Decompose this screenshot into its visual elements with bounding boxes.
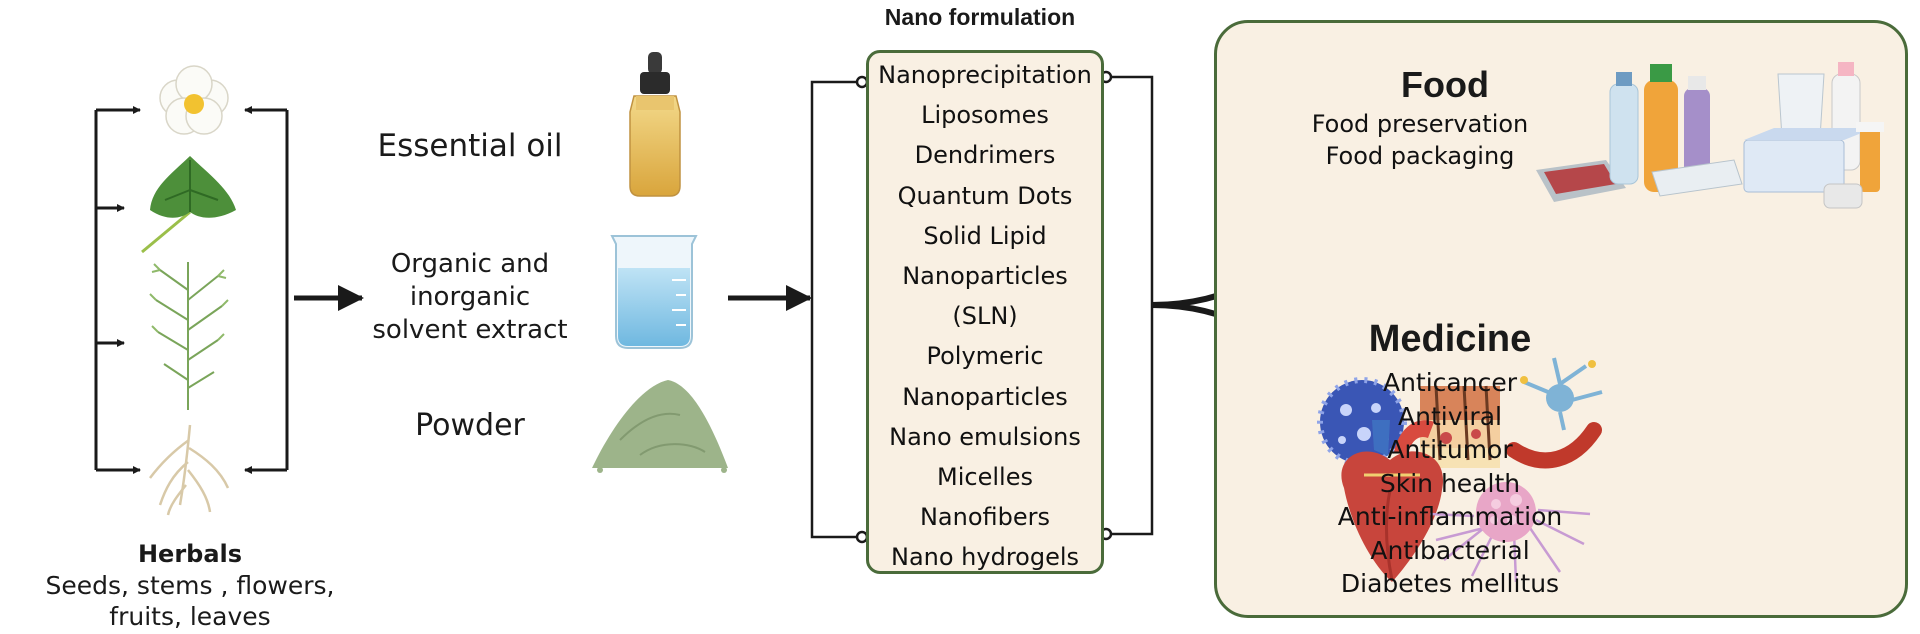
food-item: Food packaging bbox=[1325, 142, 1515, 170]
stem-icon bbox=[149, 262, 229, 410]
medicine-item: Antitumor bbox=[1387, 435, 1513, 464]
root-icon bbox=[149, 424, 230, 516]
food-list: Food preservation Food packaging bbox=[1285, 108, 1555, 172]
herbals-title: Herbals bbox=[137, 540, 243, 568]
medicine-item: Diabetes mellitus bbox=[1340, 569, 1560, 598]
powder-pile-icon bbox=[592, 380, 728, 473]
herbals-parts: Seeds, stems , flowers, fruits, leaves bbox=[40, 570, 340, 632]
food-title: Food bbox=[1401, 64, 1489, 105]
herbal-bracket-right bbox=[244, 106, 289, 474]
powder-label: Powder bbox=[415, 408, 525, 443]
nano-item: Micelles bbox=[937, 462, 1033, 491]
nano-item: Nano emulsions bbox=[889, 422, 1081, 451]
flower-icon bbox=[159, 65, 229, 135]
medicine-item: Skin health bbox=[1379, 468, 1521, 498]
food-products-icon bbox=[1536, 62, 1884, 209]
nano-item: Solid Lipid bbox=[923, 221, 1047, 250]
herbals-parts-line1: Seeds, stems , flowers, bbox=[45, 571, 335, 600]
nano-item: Quantum Dots bbox=[897, 181, 1073, 210]
nano-item: Dendrimers bbox=[914, 141, 1056, 170]
herbals-parts-line2: fruits, leaves bbox=[109, 602, 271, 631]
solvent-extract-line2: inorganic bbox=[409, 282, 531, 312]
medicine-item: Anti-inflammation bbox=[1337, 502, 1563, 531]
medicine-item: Anticancer bbox=[1382, 368, 1517, 397]
dropper-bottle-icon bbox=[629, 52, 681, 197]
nano-item: Polymeric bbox=[926, 342, 1044, 371]
medicine-list: Anticancer Antiviral Antitumor Skin heal… bbox=[1300, 366, 1600, 601]
nano-item: Nano hydrogels bbox=[890, 543, 1080, 572]
nano-item: Nanoparticles bbox=[902, 382, 1068, 411]
food-item: Food preservation bbox=[1311, 110, 1529, 138]
nano-item: (SLN) bbox=[952, 302, 1018, 331]
solvent-extract-line1: Organic and bbox=[390, 249, 550, 279]
medicine-item: Antiviral bbox=[1398, 401, 1502, 431]
solvent-extract-label: Organic and inorganic solvent extract bbox=[350, 248, 590, 347]
solvent-extract-line3: solvent extract bbox=[372, 315, 568, 345]
essential-oil-label: Essential oil bbox=[377, 128, 563, 164]
nano-formulation-box bbox=[866, 50, 1104, 574]
nano-bracket-right bbox=[1099, 70, 1154, 541]
nano-formulation-title: Nano formulation bbox=[884, 4, 1076, 30]
heart-icon bbox=[1341, 420, 1444, 582]
medicine-item: Antibacterial bbox=[1370, 535, 1530, 565]
medicine-title: Medicine bbox=[1368, 318, 1532, 360]
neuron-icon bbox=[1506, 357, 1603, 469]
nano-item: Liposomes bbox=[921, 101, 1049, 130]
skin-icon bbox=[1420, 385, 1500, 468]
nano-item: Nanofibers bbox=[919, 503, 1051, 532]
nano-item: Nanoparticles bbox=[902, 261, 1068, 290]
beaker-icon bbox=[610, 235, 698, 349]
tumor-cell-icon bbox=[1429, 482, 1591, 583]
herbal-bracket-left bbox=[94, 106, 141, 474]
nano-bracket-left bbox=[810, 75, 869, 544]
nano-formulation-list: Nanoprecipitation Liposomes Dendrimers Q… bbox=[866, 55, 1104, 577]
nano-item: Nanoprecipitation bbox=[878, 61, 1092, 89]
applications-artwork bbox=[1317, 62, 1884, 583]
leaf-icon bbox=[141, 156, 236, 254]
